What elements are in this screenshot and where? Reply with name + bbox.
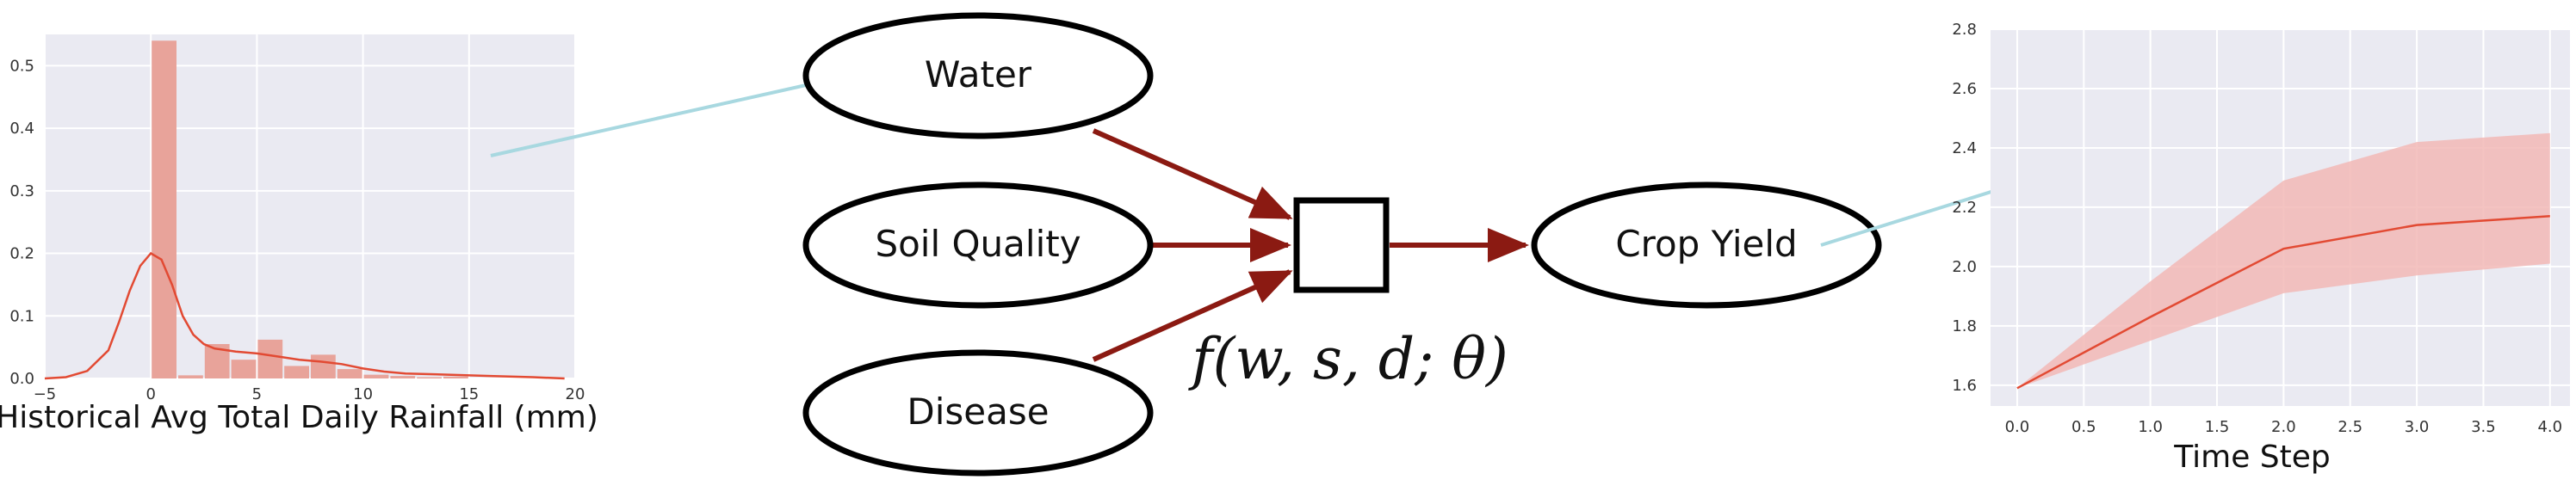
line-chart-x-tick-0: 0.0	[2005, 418, 2030, 436]
histogram-x-tick-5: 20	[566, 385, 585, 403]
histogram-bar-0	[152, 40, 176, 378]
histogram-y-tick-3: 0.3	[9, 182, 34, 200]
histogram-x-tick-labels: −5 0 5 10 15 20	[34, 385, 585, 403]
node-water-ellipse	[802, 12, 1154, 139]
factor-function-label: f(w, s, d; θ)	[1187, 326, 1508, 392]
line-chart-x-tick-2: 1.0	[2138, 418, 2163, 436]
histogram-bar-8	[363, 374, 389, 378]
line-chart-y-tick-6: 2.8	[1952, 21, 1977, 39]
yield-mean-line	[2016, 215, 2550, 390]
node-disease: Disease	[802, 349, 1154, 477]
histogram-x-tick-3: 10	[353, 385, 373, 403]
histogram-y-tick-labels: 0.0 0.1 0.2 0.3 0.4 0.5	[9, 57, 34, 388]
histogram-gridlines	[44, 34, 576, 379]
causal-diagram: Water Soil Quality Disease Crop Yield f(…	[802, 12, 1882, 477]
line-chart-y-tick-4: 2.4	[1952, 139, 1977, 157]
histogram-bar-11	[443, 376, 468, 378]
line-chart-x-tick-8: 4.0	[2537, 418, 2562, 436]
node-disease-ellipse	[802, 349, 1154, 477]
histogram-y-tick-5: 0.5	[9, 57, 34, 75]
node-soil-quality-ellipse	[802, 181, 1154, 309]
node-soil-quality: Soil Quality	[802, 181, 1154, 309]
line-chart-y-tick-1: 1.8	[1952, 317, 1977, 335]
histogram-y-tick-4: 0.4	[9, 120, 34, 138]
histogram-bar-1	[178, 375, 203, 378]
line-chart-x-tick-4: 2.0	[2271, 418, 2296, 436]
histogram-y-tick-1: 0.1	[9, 307, 34, 325]
histogram-bar-6	[311, 354, 336, 378]
crop-yield-time-chart: 0.0 0.5 1.0 1.5 2.0 2.5 3.0 3.5 4.0 1.6 1.8 2.0 2.2…	[1952, 21, 2570, 475]
node-soil-quality-label: Soil Quality	[875, 223, 1081, 265]
histogram-x-tick-2: 5	[252, 385, 262, 403]
line-chart-y-tick-labels: 1.6 1.8 2.0 2.2 2.4 2.6 2.8	[1952, 21, 1977, 395]
histogram-plot-area	[45, 34, 575, 378]
histogram-x-axis-label: Historical Avg Total Daily Rainfall (mm)	[0, 400, 598, 435]
histogram-bar-9	[390, 376, 416, 378]
histogram-bar-3	[231, 360, 257, 378]
node-crop-yield-ellipse	[1531, 181, 1882, 309]
node-water: Water	[802, 12, 1154, 139]
line-chart-y-tick-5: 2.6	[1952, 80, 1977, 98]
line-chart-y-tick-0: 1.6	[1952, 377, 1977, 395]
line-chart-x-tick-6: 3.0	[2405, 418, 2430, 436]
node-water-label: Water	[925, 53, 1032, 95]
node-disease-label: Disease	[907, 391, 1049, 433]
line-chart-x-tick-labels: 0.0 0.5 1.0 1.5 2.0 2.5 3.0 3.5 4.0	[2005, 418, 2562, 436]
histogram-to-water-connector	[490, 74, 849, 157]
rainfall-histogram-chart: −5 0 5 10 15 20 0.0 0.1 0.2 0.3 0.4 0.5 Historical…	[0, 34, 598, 435]
yield-confidence-band	[2016, 132, 2550, 389]
line-chart-y-tick-3: 2.2	[1952, 199, 1977, 217]
line-chart-x-axis-label: Time Step	[2173, 440, 2331, 475]
histogram-kde-curve	[44, 251, 565, 380]
node-crop-yield: Crop Yield	[1531, 181, 1882, 309]
arrow-disease-to-factor	[1092, 269, 1293, 362]
line-chart-x-tick-5: 2.5	[2338, 418, 2362, 436]
node-crop-yield-label: Crop Yield	[1615, 223, 1797, 265]
line-chart-y-tick-2: 2.0	[1952, 258, 1977, 276]
histogram-y-tick-0: 0.0	[9, 370, 34, 388]
histogram-x-tick-0: −5	[34, 385, 57, 403]
histogram-y-tick-2: 0.2	[9, 245, 34, 263]
histogram-bar-7	[337, 369, 362, 378]
line-chart-x-tick-3: 1.5	[2205, 418, 2230, 436]
arrow-water-to-factor	[1092, 128, 1293, 220]
line-chart-x-tick-7: 3.5	[2471, 418, 2496, 436]
histogram-bar-4	[257, 339, 283, 378]
histogram-bar-5	[284, 366, 309, 378]
histogram-x-tick-1: 0	[146, 385, 155, 403]
histogram-x-tick-4: 15	[459, 385, 479, 403]
line-chart-x-tick-1: 0.5	[2071, 418, 2096, 436]
factor-node-square	[1293, 197, 1390, 293]
